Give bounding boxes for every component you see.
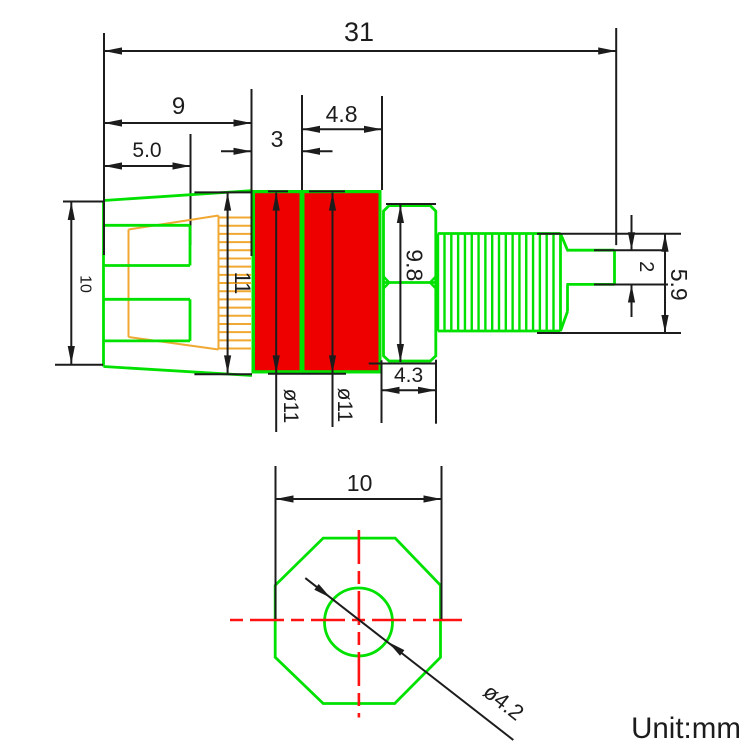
svg-text:9: 9 bbox=[172, 93, 185, 120]
svg-text:31: 31 bbox=[344, 17, 374, 47]
svg-text:4.8: 4.8 bbox=[326, 101, 358, 127]
svg-text:10: 10 bbox=[347, 470, 373, 496]
svg-text:ø11: ø11 bbox=[279, 389, 302, 424]
svg-text:3: 3 bbox=[271, 126, 284, 152]
svg-text:Unit:mm: Unit:mm bbox=[631, 712, 741, 745]
svg-text:4.3: 4.3 bbox=[394, 364, 423, 387]
svg-text:5.0: 5.0 bbox=[132, 139, 161, 162]
svg-text:5.9: 5.9 bbox=[666, 269, 692, 301]
svg-text:ø11: ø11 bbox=[333, 388, 356, 423]
svg-text:11: 11 bbox=[230, 272, 255, 295]
svg-text:2: 2 bbox=[635, 261, 657, 272]
svg-text:10: 10 bbox=[77, 275, 94, 293]
svg-text:9.8: 9.8 bbox=[402, 249, 428, 281]
